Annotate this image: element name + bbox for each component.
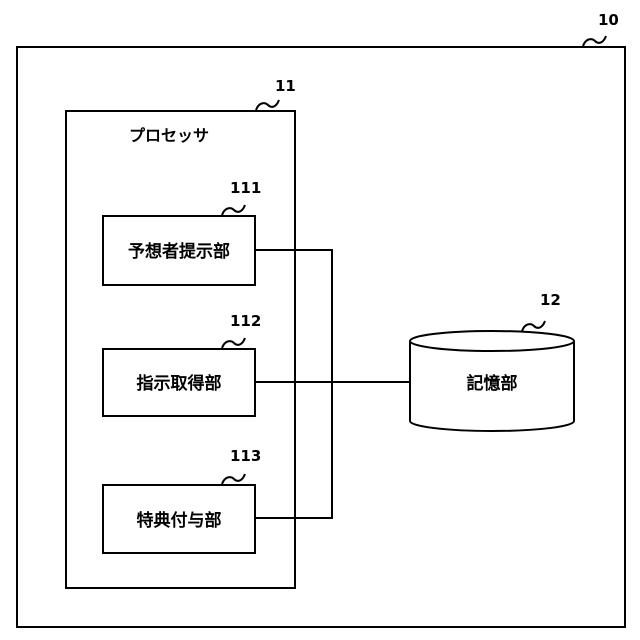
- unit-label-112: 指示取得部: [137, 373, 222, 394]
- unit-ref-leader-111: [222, 205, 245, 215]
- storage-cylinder-top: [410, 331, 574, 351]
- unit-ref-number-112: 112: [230, 312, 261, 330]
- storage-ref-leader: [522, 321, 545, 331]
- unit-ref-number-111: 111: [230, 179, 261, 197]
- processor-ref-leader: [256, 100, 279, 110]
- unit-ref-leader-113: [222, 474, 245, 484]
- device-ref-leader: [583, 36, 606, 46]
- device-ref-number: 10: [598, 11, 619, 29]
- unit-label-111: 予想者提示部: [128, 241, 230, 262]
- storage-label: 記憶部: [467, 373, 518, 394]
- processor-ref-number: 11: [275, 77, 296, 95]
- unit-ref-leader-112: [222, 338, 245, 348]
- unit-ref-number-113: 113: [230, 447, 261, 465]
- connector-111-storage: [255, 250, 332, 382]
- connector-113-storage: [255, 382, 332, 518]
- unit-label-113: 特典付与部: [137, 510, 222, 531]
- storage-ref-number: 12: [540, 291, 561, 309]
- processor-title: プロセッサ: [129, 126, 209, 145]
